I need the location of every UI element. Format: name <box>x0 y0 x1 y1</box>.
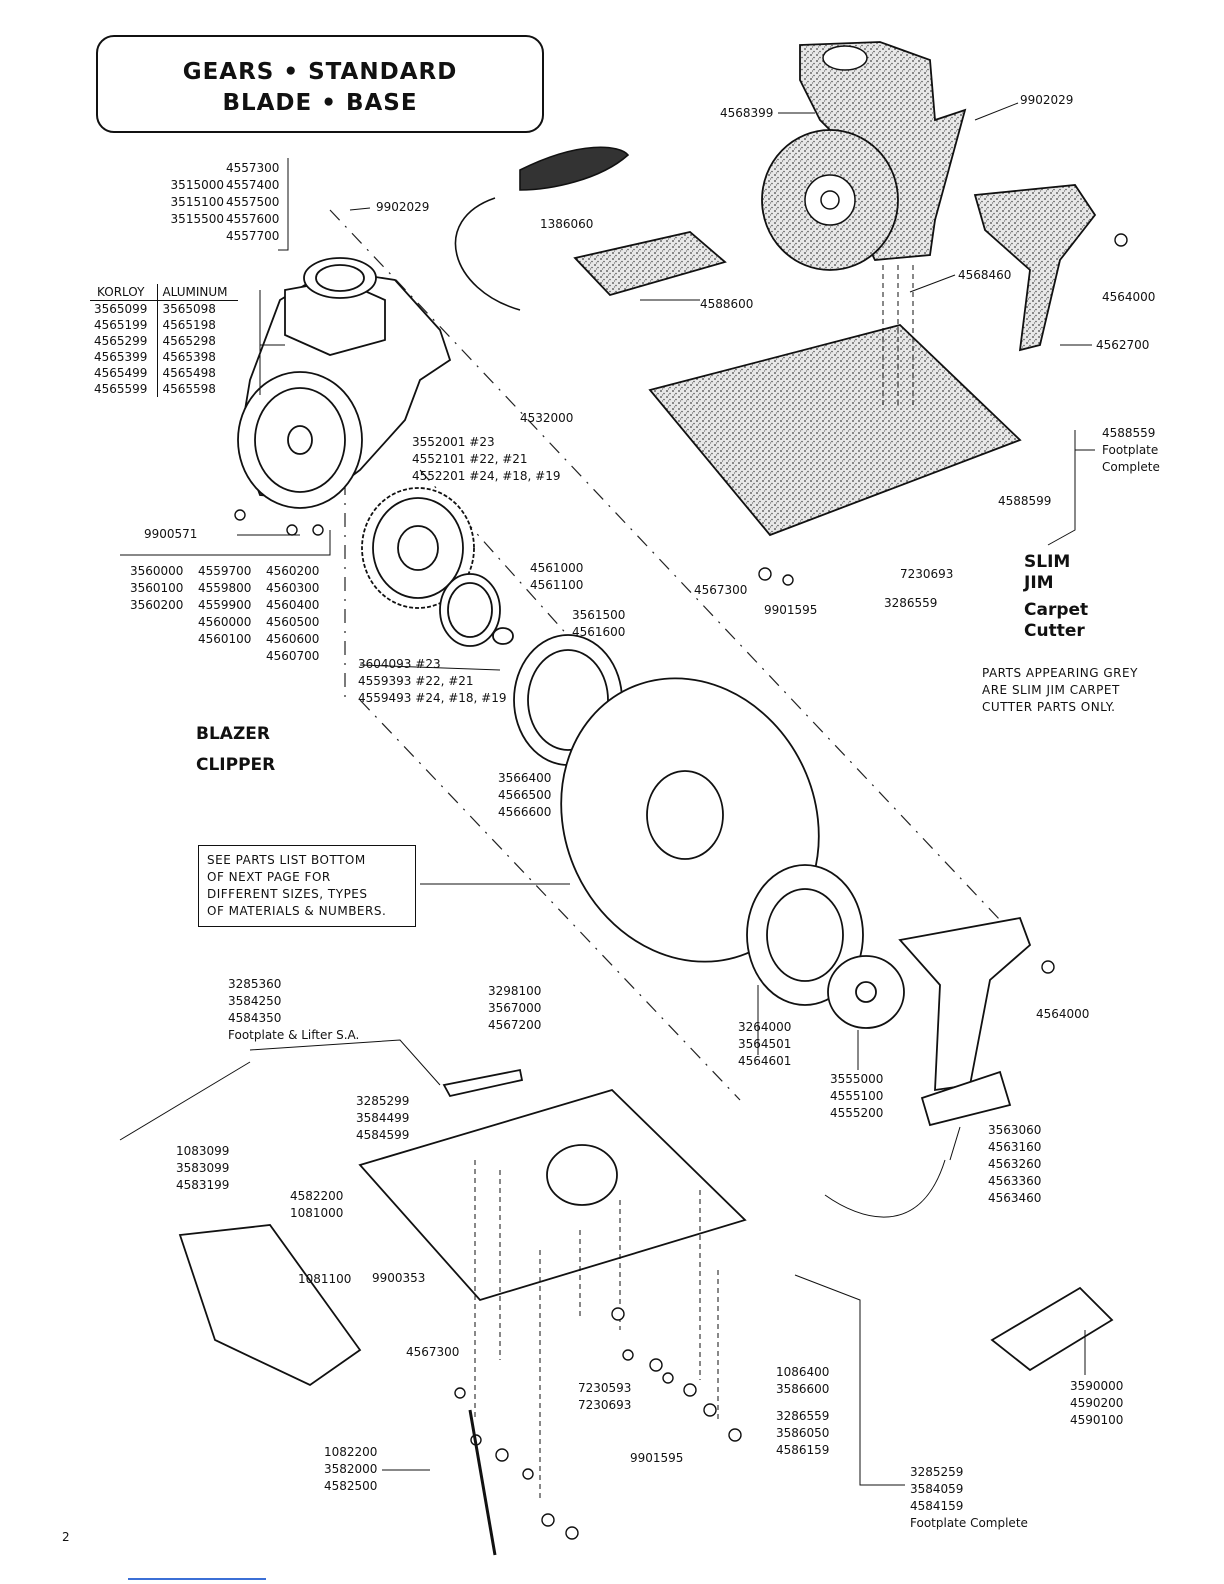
heading-slim: SLIM <box>1024 552 1071 572</box>
label-4588599: 4588599 <box>998 494 1052 508</box>
label-3286559: 3286559 <box>884 596 938 610</box>
label-4532000: 4532000 <box>520 411 574 425</box>
label-4562700: 4562700 <box>1096 338 1150 352</box>
label-9902029-b: 9902029 <box>1020 93 1074 107</box>
heading-jim: JIM <box>1024 573 1054 593</box>
title-line-1: GEARS • STANDARD <box>182 59 458 85</box>
label-1386060: 1386060 <box>540 217 594 231</box>
heading-cutter: Cutter <box>1024 621 1085 641</box>
page-number: 2 <box>62 1530 70 1544</box>
label-4588600: 4588600 <box>700 297 754 311</box>
label-4568399: 4568399 <box>720 106 774 120</box>
label-4564000-a: 4564000 <box>1102 290 1156 304</box>
label-9900571: 9900571 <box>144 527 198 541</box>
label-4567300-b: 4567300 <box>406 1345 460 1359</box>
label-9900353: 9900353 <box>372 1271 426 1285</box>
heading-carpet: Carpet <box>1024 600 1089 620</box>
label-4567300-a: 4567300 <box>694 583 748 597</box>
title-box: GEARS • STANDARD BLADE • BASE <box>96 35 544 133</box>
label-1081100: 1081100 <box>298 1272 352 1286</box>
heading-clipper: CLIPPER <box>196 755 276 775</box>
label-4568460: 4568460 <box>958 268 1012 282</box>
label-9902029-a: 9902029 <box>376 200 430 214</box>
motor-housing <box>237 257 452 509</box>
title-line-2: BLADE • BASE <box>222 90 418 116</box>
link-underline <box>128 1578 266 1580</box>
label-4564000-b: 4564000 <box>1036 1007 1090 1021</box>
label-9901595-b: 9901595 <box>630 1451 684 1465</box>
heading-blazer: BLAZER <box>196 724 270 744</box>
see-parts-list-note: SEE PARTS LIST BOTTOM OF NEXT PAGE FOR D… <box>198 845 416 927</box>
grey-parts-note: PARTS APPEARING GREY ARE SLIM JIM CARPET… <box>982 666 1138 714</box>
label-9901595-a: 9901595 <box>764 603 818 617</box>
label-7230693: 7230693 <box>900 567 954 581</box>
